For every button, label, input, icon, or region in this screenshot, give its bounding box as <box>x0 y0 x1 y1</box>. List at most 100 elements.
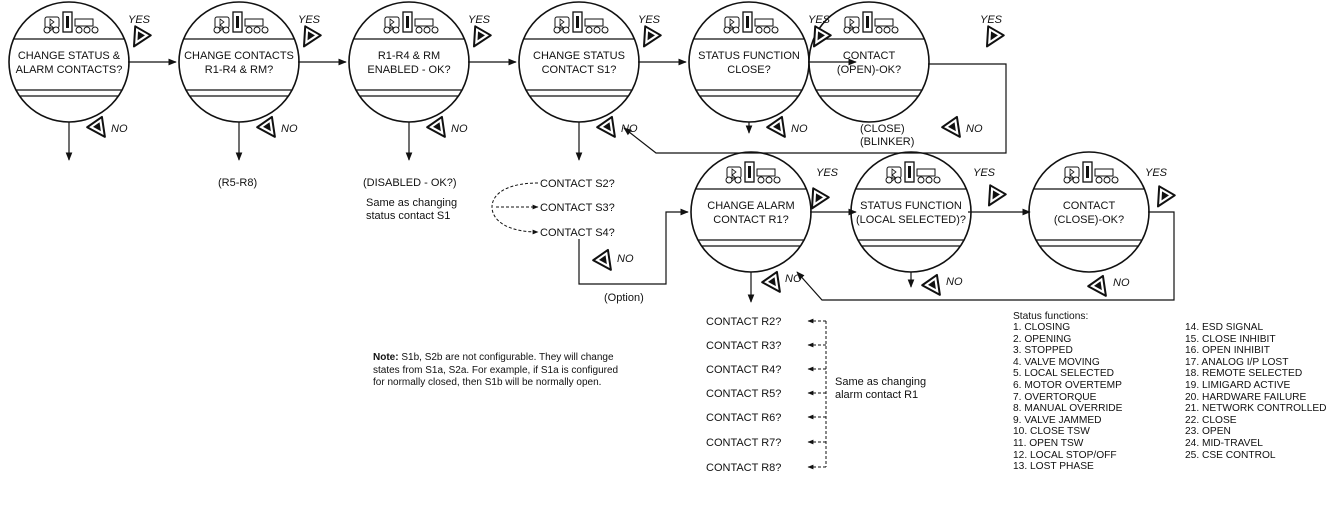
status-function-item: 23. OPEN <box>1185 426 1231 438</box>
led-icon <box>562 26 570 34</box>
screen-line-2: ALARM CONTACTS? <box>16 64 123 76</box>
status-function-item: 10. CLOSE TSW <box>1013 426 1090 438</box>
no-label: NO <box>111 123 128 135</box>
setting-tool-icon <box>813 25 832 48</box>
status-icon <box>754 18 774 27</box>
led-icon <box>75 26 83 34</box>
setting-tool-icon <box>766 115 786 138</box>
status-icon <box>244 18 264 27</box>
status-function-item: 7. OVERTORQUE <box>1013 391 1097 403</box>
led-icon <box>222 26 230 34</box>
status-icon <box>1094 168 1114 177</box>
display-icons <box>383 11 439 34</box>
led-icon <box>725 176 733 184</box>
screen-display: CONTACT(CLOSE)-OK? <box>1028 151 1150 273</box>
screen-line-1: R1-R4 & RM <box>378 50 440 62</box>
status-function-item: 21. NETWORK CONTROLLED <box>1185 403 1327 415</box>
status-function-item: 15. CLOSE INHIBIT <box>1185 333 1276 345</box>
status-function-item: 19. LIMIGARD ACTIVE <box>1185 379 1291 391</box>
r-contact-item: CONTACT R4? <box>706 364 781 376</box>
screen-display: CONTACT(OPEN)-OK? <box>808 1 930 123</box>
status-functions-col1: 1. CLOSING 2. OPENING 3. STOPPED 4. VALV… <box>1013 322 1122 473</box>
status-function-item: 4. VALVE MOVING <box>1013 356 1100 368</box>
led-icon <box>1111 176 1119 184</box>
screen-line-1: CHANGE CONTACTS <box>184 50 294 62</box>
led-icon <box>43 26 51 34</box>
screen-line-2: R1-R4 & RM? <box>205 64 273 76</box>
setting-tool-icon <box>988 184 1007 207</box>
screen-line-1: CHANGE STATUS <box>533 50 625 62</box>
status-icon <box>916 168 936 177</box>
bluetooth-icon <box>724 16 740 29</box>
status-function-item: 24. MID-TRAVEL <box>1185 437 1263 449</box>
status-function-item: 8. MANUAL OVERRIDE <box>1013 403 1123 415</box>
led-icon <box>91 26 99 34</box>
status-icon <box>874 18 894 27</box>
led-icon <box>875 26 883 34</box>
led-icon <box>392 26 400 34</box>
status-function-item: 9. VALVE JAMMED <box>1013 414 1102 426</box>
bluetooth-icon <box>1064 166 1080 179</box>
screen-line-1: STATUS FUNCTION <box>860 200 962 212</box>
status-icon <box>414 18 434 27</box>
screen-line-1: CHANGE STATUS & <box>18 50 121 62</box>
led-icon <box>261 26 269 34</box>
status-functions-title: Status functions: <box>1013 311 1089 322</box>
setting-tool-icon <box>133 25 152 48</box>
setting-tool-icon <box>811 187 830 210</box>
led-icon <box>885 176 893 184</box>
setting-tool-icon <box>596 115 616 138</box>
screen-line-2: (LOCAL SELECTED)? <box>856 214 966 226</box>
label-same-s1: Same as changing <box>366 197 457 209</box>
led-icon <box>423 26 431 34</box>
r-contact-item: CONTACT R8? <box>706 462 781 474</box>
display-icons <box>1063 161 1119 184</box>
led-icon <box>933 176 941 184</box>
screen-display: CHANGE CONTACTS R1-R4 & RM? <box>178 1 300 123</box>
led-icon <box>1095 176 1103 184</box>
setting-tool-icon <box>986 25 1005 48</box>
setting-tool-icon <box>941 115 961 138</box>
led-icon <box>213 26 221 34</box>
led-icon <box>757 176 765 184</box>
status-function-item: 20. HARDWARE FAILURE <box>1185 391 1307 403</box>
label-option: (Option) <box>604 292 644 304</box>
status-function-item: 6. MOTOR OVERTEMP <box>1013 379 1122 391</box>
status-function-item: 1. CLOSING <box>1013 322 1071 333</box>
status-function-item: 17. ANALOG I/P LOST <box>1185 356 1289 368</box>
r-contact-item: CONTACT R2? <box>706 316 781 328</box>
led-icon <box>773 176 781 184</box>
screen-line-1: CONTACT <box>1063 200 1116 212</box>
setting-tool-icon <box>303 25 322 48</box>
display-icons <box>843 11 899 34</box>
setting-tool-icon <box>1157 185 1176 208</box>
screen-line-2: (OPEN)-OK? <box>837 64 901 76</box>
status-function-item: 18. REMOTE SELECTED <box>1185 368 1303 380</box>
setting-tool-icon <box>473 25 492 48</box>
display-icons <box>723 11 779 34</box>
led-icon <box>852 26 860 34</box>
screen-display: CHANGE STATUS & ALARM CONTACTS? <box>8 1 130 123</box>
led-icon <box>585 26 593 34</box>
led-icon <box>553 26 561 34</box>
led-icon <box>1103 176 1111 184</box>
bluetooth-icon <box>886 166 902 179</box>
led-icon <box>771 26 779 34</box>
bluetooth-icon <box>844 16 860 29</box>
led-icon <box>723 26 731 34</box>
led-icon <box>245 26 253 34</box>
label-close-blinker: (BLINKER) <box>860 136 914 148</box>
led-icon <box>83 26 91 34</box>
status-function-item: 25. CSE CONTROL <box>1185 449 1276 461</box>
no-label: NO <box>617 253 634 265</box>
yes-label: YES <box>128 14 151 26</box>
led-icon <box>253 26 261 34</box>
r-contact-item: CONTACT R7? <box>706 437 781 449</box>
screen-line-2: CONTACT R1? <box>713 214 788 226</box>
status-function-item: 3. STOPPED <box>1013 345 1073 357</box>
setting-tool-icon <box>592 248 612 271</box>
yes-label: YES <box>816 167 839 179</box>
